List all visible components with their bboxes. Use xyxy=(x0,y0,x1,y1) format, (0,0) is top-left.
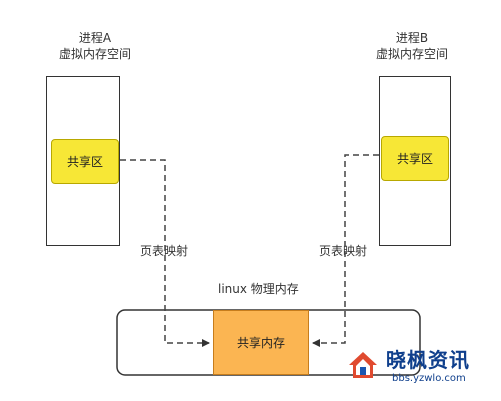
process-b-shared-label: 共享区 xyxy=(396,152,433,166)
process-a-title: 进程A xyxy=(78,31,112,45)
process-b-title: 进程B xyxy=(395,31,429,45)
process-b-shared-region: 共享区 xyxy=(381,136,449,181)
page-table-mapping-left-label: 页表映射 xyxy=(140,244,189,258)
process-a-shared-label: 共享区 xyxy=(66,155,103,169)
process-a-subtitle: 虚拟内存空间 xyxy=(58,47,131,61)
watermark-url: bbs.yzwlo.com xyxy=(392,373,466,384)
physical-memory-title: linux 物理内存 xyxy=(218,282,299,296)
physical-shared-memory-label: 共享内存 xyxy=(236,336,285,350)
mapping-line-left xyxy=(120,159,210,347)
page-table-mapping-right-label: 页表映射 xyxy=(319,244,368,258)
process-b-subtitle: 虚拟内存空间 xyxy=(375,47,448,61)
watermark-brand: 晓枫资讯 xyxy=(386,348,470,372)
physical-shared-memory-block: 共享内存 xyxy=(213,310,309,375)
mapping-line-right xyxy=(312,154,379,347)
house-logo-icon xyxy=(349,352,377,378)
process-a-shared-region: 共享区 xyxy=(51,139,119,184)
